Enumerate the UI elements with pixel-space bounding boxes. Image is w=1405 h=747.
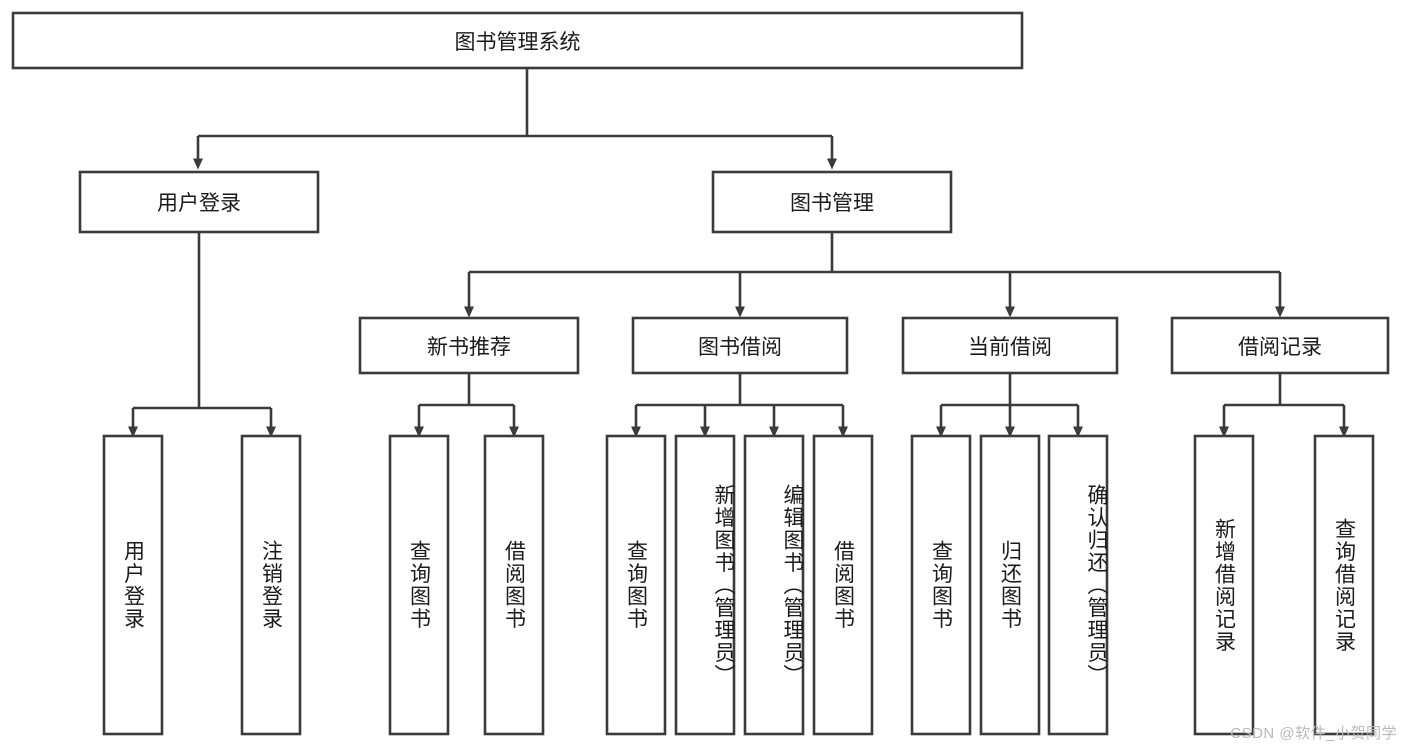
leaf-box-current-borrow-3[interactable]	[1047, 434, 1109, 736]
leaf-box-book-borrow-2[interactable]	[674, 434, 736, 736]
node-new-book-box[interactable]	[358, 316, 580, 375]
leaf-box-current-borrow-1[interactable]	[910, 434, 972, 736]
node-current-borrow-box[interactable]	[901, 316, 1119, 375]
node-book-borrow-box[interactable]	[631, 316, 849, 375]
leaf-box-new-book-1[interactable]	[388, 434, 450, 736]
node-borrow-record-box[interactable]	[1170, 316, 1390, 375]
leaf-box-book-borrow-4[interactable]	[812, 434, 874, 736]
leaf-box-book-borrow-1[interactable]	[605, 434, 667, 736]
node-root-box[interactable]	[11, 11, 1024, 70]
leaf-box-borrow-record-1[interactable]	[1193, 434, 1255, 736]
node-book-manage-box[interactable]	[711, 170, 953, 234]
leaf-box-user-login-1[interactable]	[102, 434, 164, 736]
leaf-box-current-borrow-2[interactable]	[979, 434, 1041, 736]
leaf-box-book-borrow-3[interactable]	[743, 434, 805, 736]
node-user-login-box[interactable]	[78, 170, 320, 234]
leaf-box-borrow-record-2[interactable]	[1313, 434, 1375, 736]
leaf-box-user-login-2[interactable]	[240, 434, 302, 736]
leaf-box-new-book-2[interactable]	[483, 434, 545, 736]
